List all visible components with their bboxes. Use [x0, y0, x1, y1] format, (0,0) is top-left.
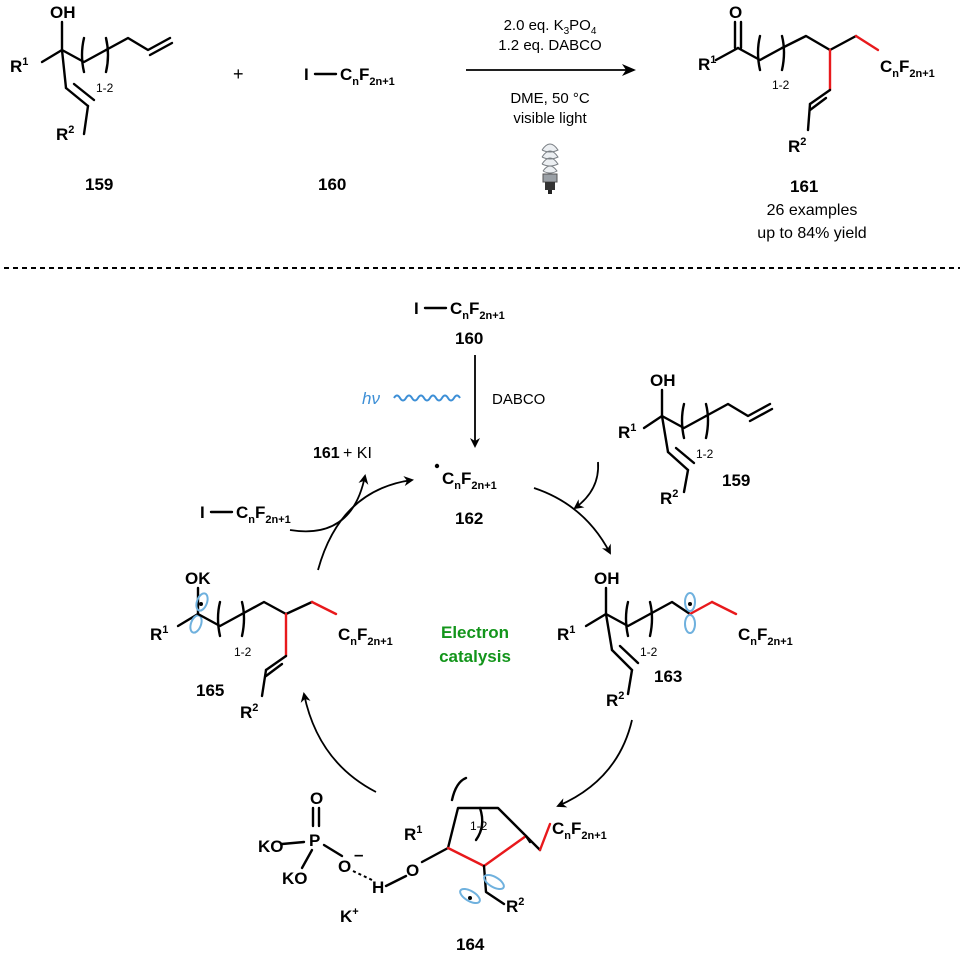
- yield-text: up to 84% yield: [757, 225, 866, 242]
- svg-text:1-2: 1-2: [96, 81, 114, 95]
- label-159-cycle: 159: [722, 471, 750, 490]
- arrow-162-to-163: [533, 487, 611, 555]
- svg-text:OK: OK: [185, 569, 211, 588]
- svg-text:CnF2n+1: CnF2n+1: [738, 625, 793, 648]
- svg-text:2.0 eq. K3PO4: 2.0 eq. K3PO4: [504, 17, 597, 37]
- svg-text:R2: R2: [506, 896, 524, 916]
- svg-text:OH: OH: [650, 371, 676, 390]
- svg-text:O: O: [729, 3, 742, 22]
- compound-160-cycle: I CnF2n+1 160: [414, 299, 505, 348]
- compound-159-top: OH R1 1-2 R2 159: [10, 3, 174, 194]
- reagent-160-left: I CnF2n+1: [200, 503, 291, 526]
- svg-text:OH: OH: [50, 3, 76, 22]
- label-160-cycle: 160: [455, 329, 483, 348]
- label-163: 163: [654, 667, 682, 686]
- svg-text:R1: R1: [618, 422, 636, 442]
- svg-text:1-2: 1-2: [640, 645, 658, 659]
- svg-text:O: O: [338, 857, 351, 876]
- label-160: 160: [318, 175, 346, 194]
- label-164: 164: [456, 935, 485, 954]
- svg-text:OH: OH: [594, 569, 620, 588]
- arrow-159-in: [573, 461, 599, 510]
- compound-160-top: I CnF2n+1 160: [304, 65, 395, 194]
- svg-text:I: I: [200, 503, 205, 522]
- svg-text:H: H: [372, 878, 384, 897]
- label-165: 165: [196, 681, 224, 700]
- svg-text:R2: R2: [240, 702, 258, 722]
- dabco-label: DABCO: [492, 391, 545, 408]
- svg-text:1-2: 1-2: [696, 447, 714, 461]
- svg-text:CnF2n+1: CnF2n+1: [880, 57, 935, 80]
- svg-text:R1: R1: [10, 56, 28, 76]
- electron-catalysis-label: Electron catalysis: [439, 623, 511, 666]
- svg-text:KO: KO: [258, 837, 284, 856]
- svg-text:R2: R2: [606, 690, 624, 710]
- svg-text:R1: R1: [150, 624, 168, 644]
- svg-text:O: O: [310, 789, 323, 808]
- svg-text:P: P: [309, 831, 320, 850]
- compound-161-top: O R1 1-2 CnF2n+1 R2 161 26 examples up t…: [698, 3, 935, 242]
- svg-text:CnF2n+1: CnF2n+1: [236, 503, 291, 526]
- svg-text:CnF2n+1: CnF2n+1: [552, 819, 607, 842]
- svg-text:R1: R1: [698, 54, 716, 74]
- examples-text: 26 examples: [767, 202, 858, 219]
- svg-text:O: O: [406, 861, 419, 880]
- hv-label: hν: [362, 389, 380, 408]
- light-wave: [393, 394, 461, 402]
- svg-text:CnF2n+1: CnF2n+1: [338, 625, 393, 648]
- compound-159-cycle: OH R1 1-2 R2 159: [618, 371, 774, 508]
- plus-sign: +: [233, 64, 244, 84]
- reaction-arrow: 2.0 eq. K3PO4 1.2 eq. DABCO DME, 50 °C v…: [466, 17, 636, 127]
- label-159: 159: [85, 175, 113, 194]
- svg-text:1.2 eq. DABCO: 1.2 eq. DABCO: [498, 37, 601, 54]
- svg-text:1-2: 1-2: [234, 645, 252, 659]
- label-162: 162: [455, 509, 483, 528]
- svg-text:R2: R2: [56, 124, 74, 144]
- product-161-ki: 161 + KI: [313, 445, 372, 462]
- svg-text:CnF2n+1: CnF2n+1: [340, 65, 395, 88]
- light-bulb-icon: [541, 143, 559, 194]
- svg-text:I: I: [304, 65, 309, 84]
- arrow-163-to-164: [556, 719, 633, 808]
- svg-text:KO: KO: [282, 869, 308, 888]
- svg-text:1-2: 1-2: [470, 819, 488, 833]
- svg-text:visible light: visible light: [513, 110, 587, 127]
- svg-text:161: 161: [313, 445, 340, 462]
- label-161: 161: [790, 177, 818, 196]
- svg-text:I: I: [414, 299, 419, 318]
- svg-text:K+: K+: [340, 906, 359, 926]
- arrow-164-to-165: [300, 692, 377, 793]
- compound-163: OH R1 1-2 CnF2n+1 R2 163: [557, 569, 793, 710]
- compound-165: OK R1 1-2 CnF2n+1 R2 165: [150, 569, 393, 722]
- svg-text:catalysis: catalysis: [439, 647, 511, 666]
- svg-text:R1: R1: [404, 824, 422, 844]
- svg-text:R2: R2: [788, 136, 806, 156]
- svg-text:R2: R2: [660, 488, 678, 508]
- arrow-ki-release: [289, 474, 369, 533]
- radical-162: CnF2n+1 162: [434, 463, 497, 528]
- svg-text:CnF2n+1: CnF2n+1: [450, 299, 505, 322]
- svg-text:R1: R1: [557, 624, 575, 644]
- svg-text:+ KI: + KI: [343, 445, 372, 462]
- svg-text:–: –: [354, 845, 363, 864]
- svg-text:1-2: 1-2: [772, 78, 790, 92]
- svg-text:Electron: Electron: [441, 623, 509, 642]
- compound-164: O P KO KO O – H O K+ R1 1-2 CnF2n+1 R2: [258, 776, 607, 954]
- svg-text:CnF2n+1: CnF2n+1: [442, 469, 497, 492]
- svg-text:DME, 50 °C: DME, 50 °C: [510, 90, 590, 107]
